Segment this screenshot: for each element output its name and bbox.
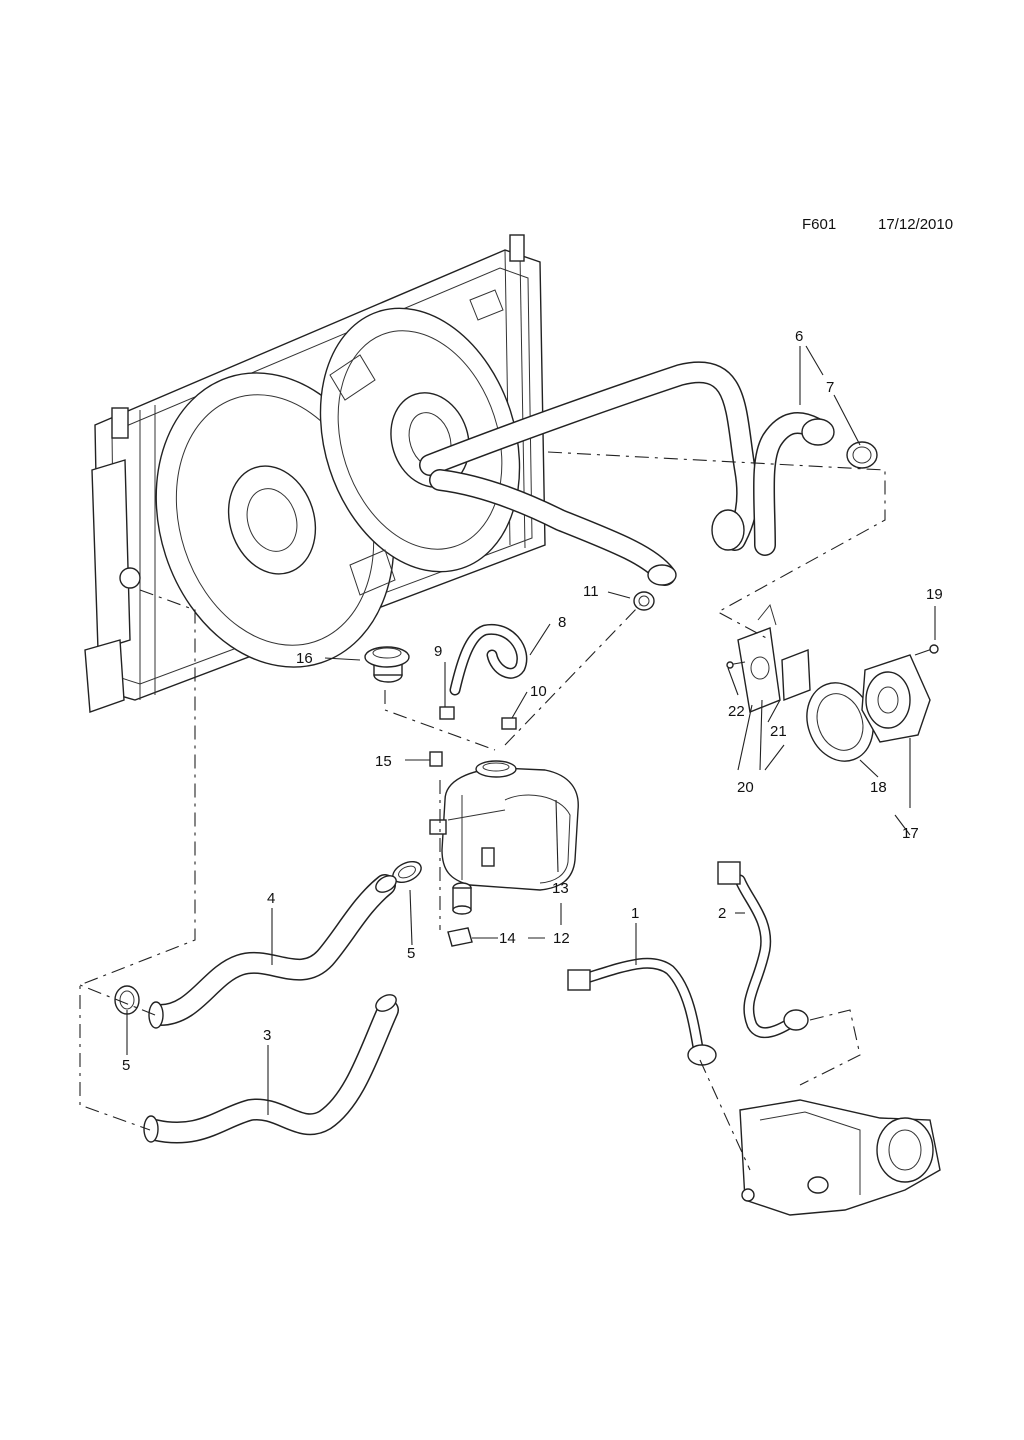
sensor-connector [447,927,473,947]
clip-15 [429,751,443,767]
expansion-tank [429,760,579,891]
clip-10 [501,717,517,730]
callout-14: 14 [499,930,516,947]
radiator-fan-assembly [84,234,546,713]
callout-17: 17 [902,825,919,842]
callout-16: 16 [296,650,313,667]
callout-19: 19 [926,586,943,603]
bolt-22 [726,661,746,669]
callout-13: 13 [552,880,569,897]
gasket-21 [781,648,811,702]
callout-4: 4 [267,890,275,907]
callout-15: 15 [375,753,392,770]
pump-flange-20 [737,603,781,713]
callout-21: 21 [770,723,787,740]
clip-9 [439,706,455,720]
callout-labels: 1 2 3 4 5 5 6 7 8 9 10 11 12 13 14 15 16… [122,328,943,1074]
lower-radiator-hose-4 [148,874,397,1029]
heater-hose-1 [567,957,717,1066]
callout-5-lower: 5 [122,1057,130,1074]
callout-1: 1 [631,905,639,922]
callout-12: 12 [553,930,570,947]
callout-leaders [126,345,936,1115]
level-sensor [452,882,472,915]
callout-20: 20 [737,779,754,796]
diagram-date: 17/12/2010 [878,216,954,233]
callout-9: 9 [434,643,442,660]
lower-hose-3 [143,994,399,1144]
callout-10: 10 [530,683,547,700]
water-pump-17 [861,654,931,743]
vent-hose [449,623,528,696]
callout-7: 7 [826,379,834,396]
bolt-19 [914,644,939,656]
gasket-18 [806,682,874,762]
callout-5-upper: 5 [407,945,415,962]
callout-8: 8 [558,614,566,631]
callout-22: 22 [728,703,745,720]
filler-cap [364,646,410,683]
callout-6: 6 [795,328,803,345]
upper-radiator-hose [419,361,835,586]
diagram-code: F601 [802,216,837,233]
thermostat-housing [739,1099,941,1216]
heater-hose-2 [717,861,809,1039]
callout-2: 2 [718,905,726,922]
hose-clamp-7 [846,441,878,469]
callout-11: 11 [583,583,599,600]
callout-3: 3 [263,1027,271,1044]
callout-18: 18 [870,779,887,796]
hose-clamp-11 [633,591,655,611]
dashed-leaders [79,451,886,1171]
